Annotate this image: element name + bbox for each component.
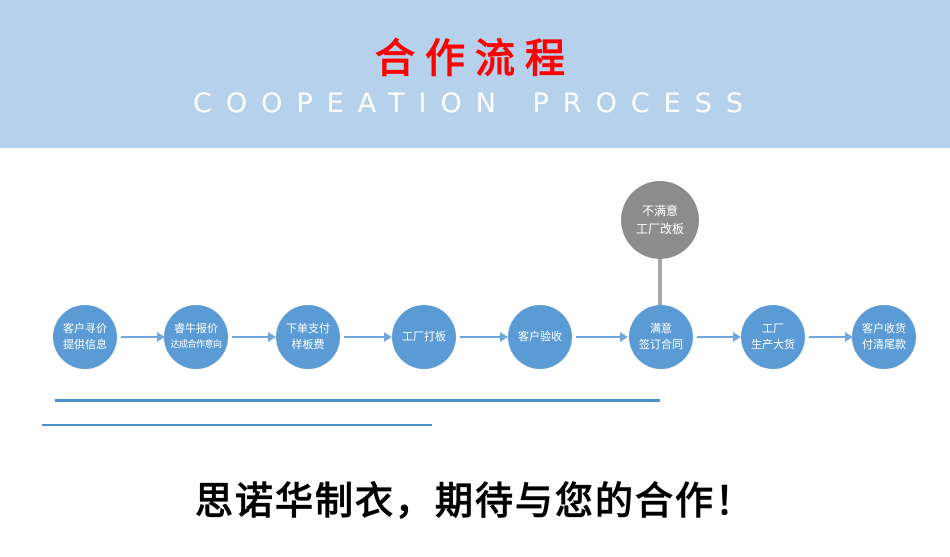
arrow-right-icon bbox=[809, 332, 853, 342]
divider-line-primary bbox=[55, 399, 660, 402]
step-label: 工厂打板 bbox=[402, 330, 446, 343]
step-label: 生产大货 bbox=[751, 338, 795, 351]
arrow-right-icon bbox=[576, 332, 628, 342]
step-label: 签订合同 bbox=[639, 338, 683, 351]
flow-step-sign-contract: 满意 签订合同 bbox=[629, 305, 693, 369]
banner-subtitle: COOPEATION PROCESS bbox=[192, 88, 758, 119]
divider-line-secondary bbox=[42, 424, 432, 426]
step-label: 提供信息 bbox=[63, 338, 107, 351]
flow-step-factory-sample: 工厂打板 bbox=[392, 305, 456, 369]
step-label: 客户寻价 bbox=[63, 322, 107, 335]
arrow-right-icon bbox=[344, 332, 392, 342]
step-label: 达成合作意向 bbox=[170, 340, 222, 350]
step-label: 客户验收 bbox=[518, 330, 562, 343]
step-label: 客户收货 bbox=[862, 322, 906, 335]
step-label: 睿牛报价 bbox=[174, 322, 218, 335]
step-label: 满意 bbox=[650, 322, 672, 335]
step-label: 付清尾款 bbox=[862, 338, 906, 351]
flow-step-customer-acceptance: 客户验收 bbox=[508, 305, 572, 369]
step-label: 样板费 bbox=[291, 338, 325, 351]
branch-label-line2: 工厂改板 bbox=[635, 222, 684, 236]
flow-step-order-payment: 下单支付 样板费 bbox=[276, 305, 340, 369]
arrow-right-icon bbox=[697, 332, 741, 342]
branch-label-line1: 不满意 bbox=[641, 204, 678, 218]
arrow-right-icon bbox=[121, 332, 165, 342]
arrow-right-icon bbox=[460, 332, 508, 342]
arrow-right-icon bbox=[232, 332, 276, 342]
branch-circle-unsatisfied: 不满意 工厂改板 bbox=[621, 181, 699, 259]
banner: 合作流程 COOPEATION PROCESS bbox=[0, 0, 950, 148]
step-label: 工厂 bbox=[762, 322, 784, 335]
flow-step-mass-production: 工厂 生产大货 bbox=[741, 305, 805, 369]
flow-step-quotation: 睿牛报价 达成合作意向 bbox=[164, 305, 228, 369]
flow-step-inquiry: 客户寻价 提供信息 bbox=[53, 305, 117, 369]
step-label: 下单支付 bbox=[286, 322, 330, 335]
flow-step-receive-goods: 客户收货 付清尾款 bbox=[852, 305, 916, 369]
branch-connector-line bbox=[658, 259, 662, 305]
footer-slogan: 思诺华制衣，期待与您的合作！ bbox=[194, 479, 755, 523]
banner-title: 合作流程 bbox=[375, 36, 575, 82]
